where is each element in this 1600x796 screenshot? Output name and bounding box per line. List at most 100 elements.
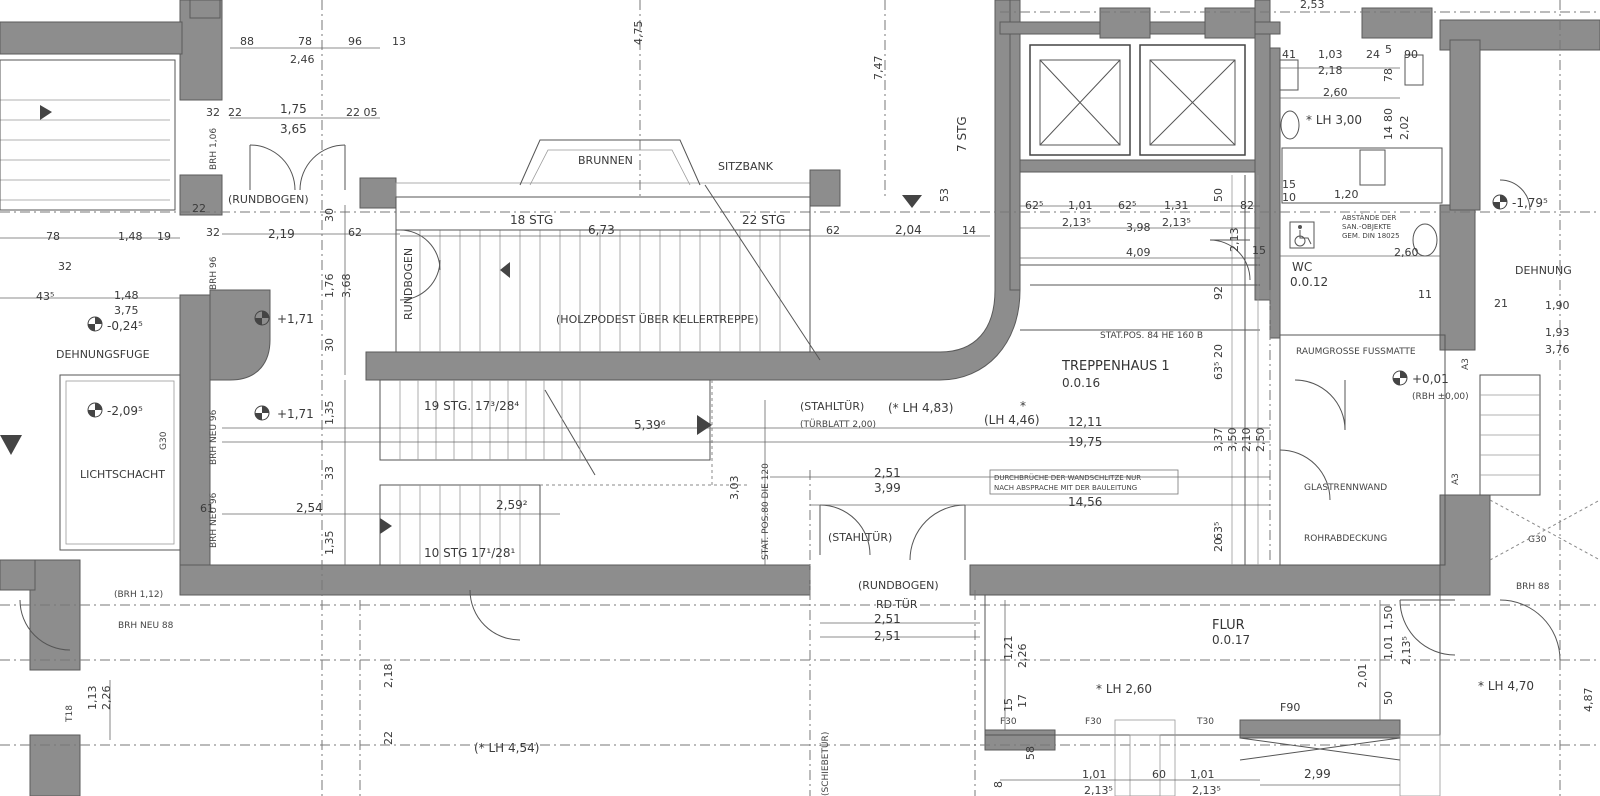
label-a3-a: A3 <box>1461 358 1471 370</box>
dimension-labels: 88 78 96 13 2,46 4,75 7,47 2,53 32 22 1,… <box>36 0 1595 796</box>
dim-88: 88 <box>240 35 254 48</box>
dim-30-b: 30 <box>323 338 336 352</box>
dim-101-b: 1,01 <box>1382 636 1395 661</box>
level-171-b: +1,71 <box>277 407 314 421</box>
dim-62-b: 62 <box>826 224 840 237</box>
dim-375: 3,75 <box>114 304 139 317</box>
stair-labels: 18 STG 22 STG 7 STG 19 STG. 17³/28⁴ 10 S… <box>424 116 969 560</box>
dim-90: 90 <box>1404 48 1418 61</box>
label-g30-b: G30 <box>1528 535 1547 545</box>
dim-350: 3,50 <box>1226 428 1239 453</box>
dim-17: 17 <box>1016 694 1029 708</box>
dim-131: 1,31 <box>1164 199 1189 212</box>
dim-32-c: 32 <box>58 260 72 273</box>
dim-260-a: 2,60 <box>1323 86 1348 99</box>
stair-22: 22 STG <box>742 213 785 227</box>
wheelchair-icon <box>1289 221 1315 249</box>
dim-80: 80 <box>1382 108 1395 122</box>
dim-2135-b: 2,13⁵ <box>1162 216 1191 229</box>
level-179: -1,79⁵ <box>1512 196 1548 210</box>
dim-33: 33 <box>323 466 336 480</box>
dim-15-b: 15 <box>1282 178 1296 191</box>
dim-32-b: 32 <box>206 226 220 239</box>
dim-10: 10 <box>1282 191 1296 204</box>
dim-19: 19 <box>157 230 171 243</box>
dim-120: 1,20 <box>1334 188 1359 201</box>
dim-251-b: 2,51 <box>874 612 901 626</box>
dim-204: 2,04 <box>895 223 922 237</box>
dim-1211: 12,11 <box>1068 415 1102 429</box>
label-g30-a: G30 <box>159 431 169 450</box>
dim-210: 2,10 <box>1240 428 1253 453</box>
dim-50-a: 50 <box>1212 188 1225 202</box>
dim-78-c: 78 <box>1382 68 1395 82</box>
dim-148-a: 1,48 <box>118 230 143 243</box>
wc-number: 0.0.12 <box>1290 275 1328 289</box>
dim-202: 2,02 <box>1398 116 1411 141</box>
corridor-name: FLUR <box>1212 618 1245 633</box>
label-t18: T18 <box>65 705 75 723</box>
dim-1975: 19,75 <box>1068 435 1102 449</box>
dim-625-a: 62⁵ <box>1025 199 1043 212</box>
dim-218-b: 2,18 <box>382 664 395 689</box>
dim-337: 3,37 <box>1212 428 1225 453</box>
dim-11: 11 <box>1418 288 1432 301</box>
height-lh483: (* LH 4,83) <box>888 401 953 415</box>
dim-487: 4,87 <box>1582 688 1595 713</box>
dim-250: 2,50 <box>1254 428 1267 453</box>
dim-148-b: 1,48 <box>114 289 139 302</box>
label-abstaende-2: SAN.-OBJEKTE <box>1342 223 1391 231</box>
label-glastrennwand: GLASTRENNWAND <box>1304 483 1387 493</box>
label-stahltuer-1: (STAHLTÜR) <box>800 400 864 413</box>
label-fussmatte: RAUMGROSSE FUSSMATTE <box>1296 347 1416 357</box>
level-markers <box>0 105 1508 534</box>
label-t30: T30 <box>1196 717 1214 727</box>
dim-365: 3,65 <box>280 122 307 136</box>
dim-101-d: 1,01 <box>1190 768 1215 781</box>
height-labels: (* LH 4,83) (LH 4,46) * LH 3,00 * LH 2,6… <box>474 113 1534 755</box>
label-rd-tuer: RD-TÜR <box>876 598 918 611</box>
dim-53: 53 <box>938 188 951 202</box>
dim-1456: 14,56 <box>1068 495 1102 509</box>
dim-2135-c: 2,13⁵ <box>1400 636 1413 665</box>
level-labels: +1,71 +1,71 -0,24⁵ -2,09⁵ +0,01 -1,79⁵ (… <box>107 196 1548 421</box>
height-lh454: (* LH 4,54) <box>474 741 539 755</box>
label-abstaende-1: ABSTÄNDE DER <box>1342 213 1397 222</box>
dim-635-a: 63⁵ <box>1212 362 1225 380</box>
dim-113: 1,13 <box>86 686 99 711</box>
dim-409: 4,09 <box>1126 246 1151 259</box>
dim-32-a: 32 <box>206 106 220 119</box>
dim-14-b: 14 <box>1382 126 1395 140</box>
dim-24: 24 <box>1366 48 1380 61</box>
label-brunnen: BRUNNEN <box>578 154 633 167</box>
label-brh-106: BRH 1,06 <box>209 128 219 170</box>
dim-625-b: 62⁵ <box>1118 199 1136 212</box>
label-brh-96: BRH 96 <box>209 256 219 290</box>
light-well-name: LICHTSCHACHT <box>80 468 165 481</box>
label-brh-112: (BRH 1,12) <box>114 590 163 600</box>
dim-96-a: 96 <box>348 35 362 48</box>
dim-2205: 22 05 <box>346 106 378 119</box>
dim-251-c: 2,51 <box>874 629 901 643</box>
dim-299: 2,99 <box>1304 767 1331 781</box>
dim-539: 5,39⁶ <box>634 418 666 432</box>
corridor-number: 0.0.17 <box>1212 633 1250 647</box>
label-rundbogen-vertical: RUNDBOGEN <box>402 248 415 320</box>
dim-14: 14 <box>962 224 976 237</box>
dim-253: 2,53 <box>1300 0 1325 11</box>
annotations: BRUNNEN SITZBANK (HOLZPODEST ÜBER KELLER… <box>56 128 1572 796</box>
dim-22-c: 22 <box>382 731 395 745</box>
dim-368: 3,68 <box>340 274 353 299</box>
dim-190: 1,90 <box>1545 299 1570 312</box>
level-rbh: (RBH ±0,00) <box>1412 392 1469 402</box>
stair-18: 18 STG <box>510 213 553 227</box>
stair-19: 19 STG. 17³/28⁴ <box>424 399 519 413</box>
label-durchbrueche-2: NACH ABSPRACHE MIT DER BAULEITUNG <box>994 484 1137 492</box>
label-f30-a: F30 <box>1085 717 1102 727</box>
label-schiebetuer: (SCHIEBETÜR) <box>820 732 831 796</box>
dim-246: 2,46 <box>290 53 315 66</box>
label-sitzbank: SITZBANK <box>718 160 774 173</box>
dim-78-b: 78 <box>46 230 60 243</box>
dim-60: 60 <box>1152 768 1166 781</box>
